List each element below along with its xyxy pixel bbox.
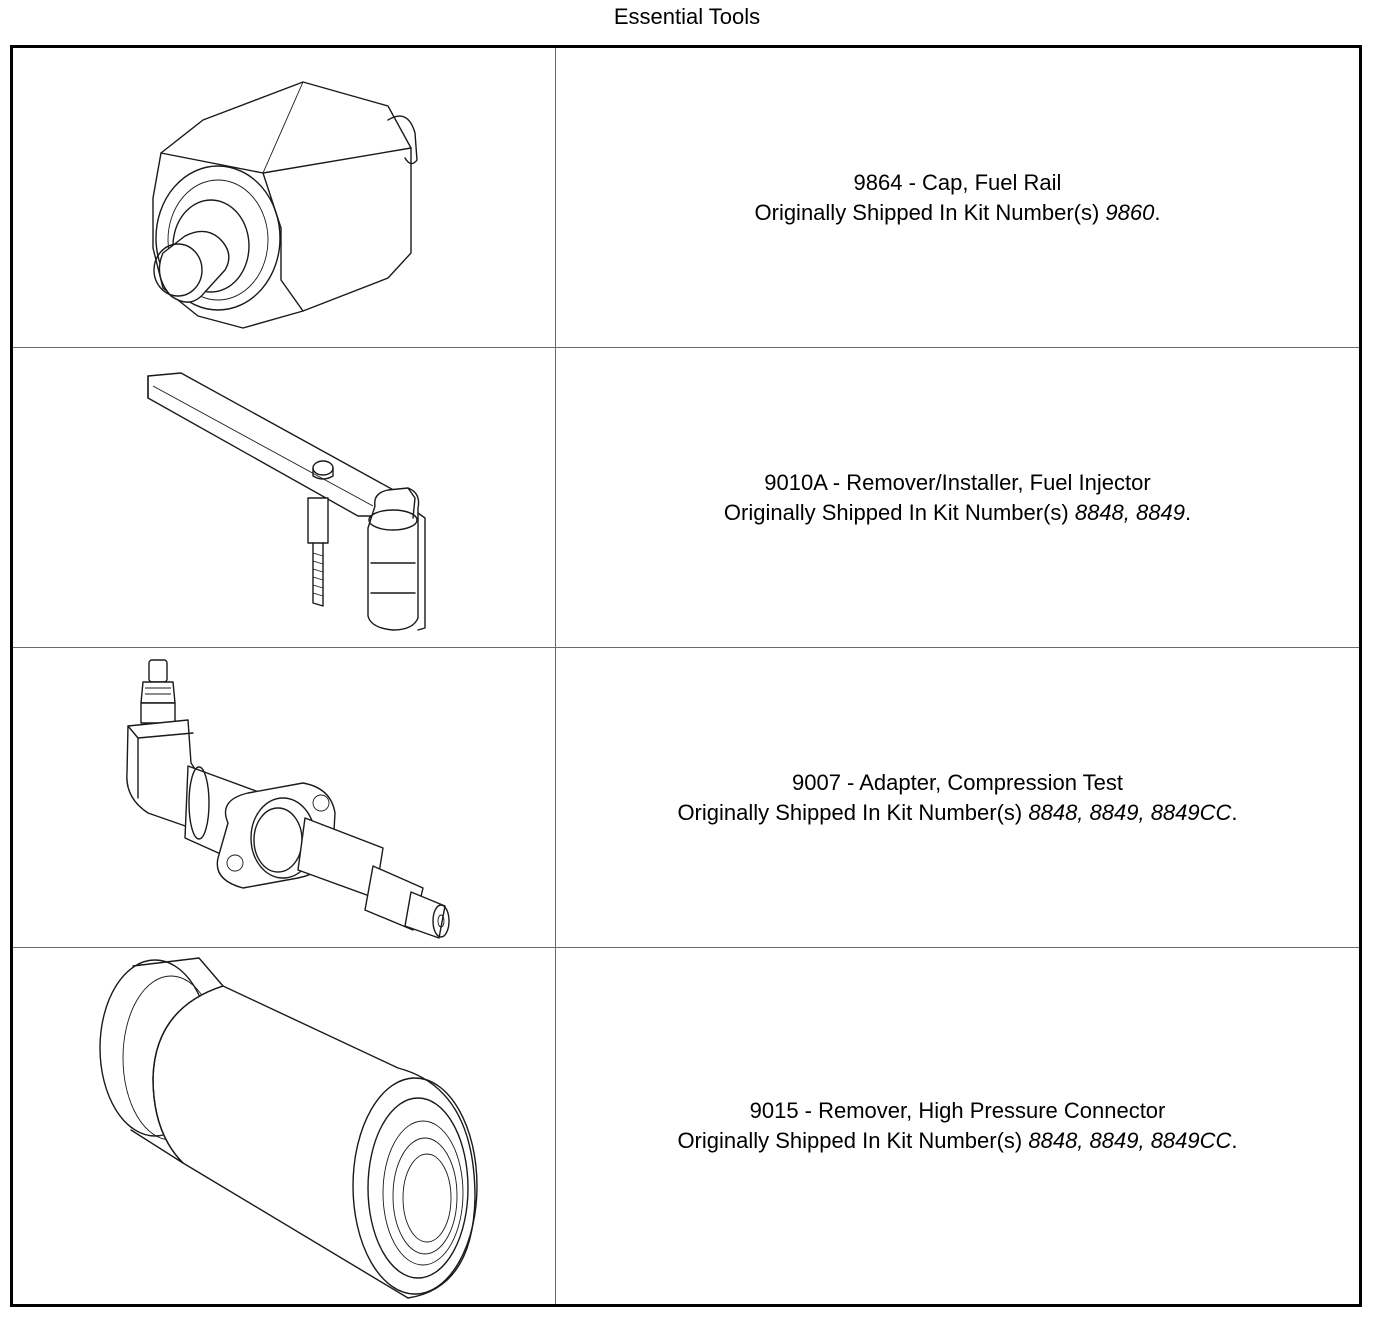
tool-name: 9010A - Remover/Installer, Fuel Injector	[764, 469, 1151, 495]
page-title: Essential Tools	[613, 4, 761, 29]
tool-image-cell	[13, 948, 556, 1304]
high-pressure-connector-remover-illustration	[99, 957, 478, 1299]
fuel-injector-remover-illustration	[147, 372, 426, 631]
tool-name: 9864 - Cap, Fuel Rail	[853, 169, 1062, 195]
kit-suffix: .	[1184, 499, 1192, 525]
tool-kits-line: Originally Shipped In Kit Number(s) 9860…	[755, 198, 1161, 228]
tool-image-cell	[13, 648, 556, 947]
tool-description: 9015 - Remover, High Pressure Connector …	[556, 948, 1359, 1304]
tool-description: 9864 - Cap, Fuel Rail Originally Shipped…	[556, 48, 1359, 347]
tool-description: 9007 - Adapter, Compression Test Origina…	[556, 648, 1359, 947]
fuel-rail-cap-illustration	[152, 81, 418, 329]
tool-image-cell	[13, 48, 556, 347]
kit-suffix: .	[1231, 1128, 1238, 1153]
kit-prefix: Originally Shipped In Kit Number(s)	[677, 1128, 1029, 1153]
kit-suffix: .	[1231, 799, 1238, 825]
tool-kits-line: Originally Shipped In Kit Number(s) 8848…	[677, 798, 1237, 828]
tool-name: 9015 - Remover, High Pressure Connector	[749, 1098, 1166, 1123]
compression-test-adapter-illustration	[126, 659, 450, 939]
tools-table: 9864 - Cap, Fuel Rail Originally Shipped…	[10, 45, 1362, 1307]
tool-kits-line: Originally Shipped In Kit Number(s) 8848…	[724, 498, 1191, 528]
kit-numbers: 8848, 8849, 8849CC	[1028, 799, 1232, 825]
kit-prefix: Originally Shipped In Kit Number(s)	[754, 199, 1106, 225]
kit-numbers: 8848, 8849	[1074, 499, 1185, 525]
kit-numbers: 8848, 8849, 8849CC	[1028, 1128, 1232, 1153]
kit-numbers: 9860	[1105, 199, 1155, 225]
kit-prefix: Originally Shipped In Kit Number(s)	[723, 499, 1075, 525]
table-row: 9864 - Cap, Fuel Rail Originally Shipped…	[13, 48, 1359, 348]
kit-prefix: Originally Shipped In Kit Number(s)	[677, 799, 1029, 825]
table-row: 9007 - Adapter, Compression Test Origina…	[13, 648, 1359, 948]
kit-suffix: .	[1154, 199, 1161, 225]
tool-image-cell	[13, 348, 556, 647]
table-row: 9015 - Remover, High Pressure Connector …	[13, 948, 1359, 1304]
tool-kits-line: Originally Shipped In Kit Number(s) 8848…	[677, 1126, 1237, 1156]
table-row: 9010A - Remover/Installer, Fuel Injector…	[13, 348, 1359, 648]
tool-name: 9007 - Adapter, Compression Test	[791, 769, 1123, 795]
tool-description: 9010A - Remover/Installer, Fuel Injector…	[556, 348, 1359, 647]
